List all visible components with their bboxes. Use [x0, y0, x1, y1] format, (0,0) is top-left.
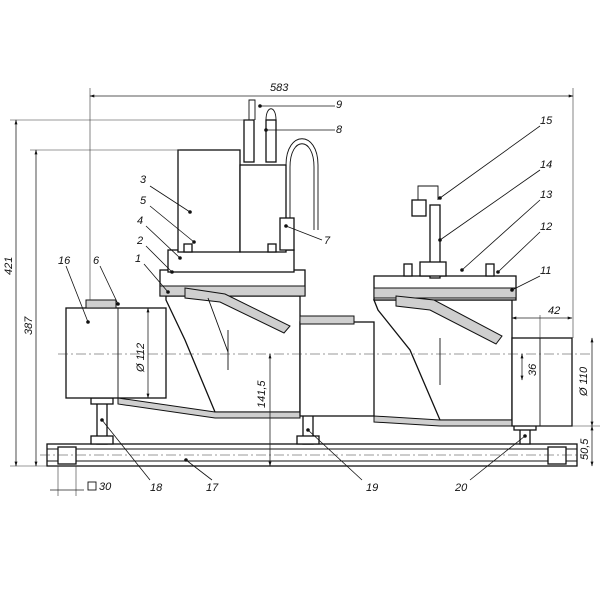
callout-6: 6 [93, 255, 120, 306]
callout-7: 7 [284, 224, 331, 247]
dimension-text: 387 [23, 316, 35, 335]
manual-lever [411, 185, 447, 279]
dimension-text: 42 [548, 305, 560, 317]
callout-label: 15 [540, 115, 553, 127]
base-frame [40, 443, 585, 467]
callout-11: 11 [510, 265, 551, 292]
callout-label: 17 [206, 482, 219, 494]
dimension-text: 50,5 [579, 438, 591, 460]
dimension-outlet-diameter: Ø 110 [578, 337, 594, 427]
callout-13: 13 [460, 189, 553, 272]
dimension-42: 42 [511, 305, 573, 338]
callout-label: 2 [136, 235, 143, 247]
callout-label: 20 [454, 482, 468, 494]
callout-8: 8 [264, 124, 343, 136]
dimension-36: 36 [520, 353, 539, 381]
callout-label: 1 [135, 253, 141, 265]
callout-label: 14 [540, 159, 552, 171]
callout-label: 12 [540, 221, 552, 233]
dimension-overall-width: 5 8 3 [89, 82, 574, 338]
dimension-text: 36 [527, 363, 539, 376]
callout-label: 16 [58, 255, 71, 267]
valve-body-right [373, 275, 517, 427]
dimension-50-5: 50,5 [530, 425, 600, 467]
outlet-pipe [511, 337, 573, 427]
cable [279, 138, 319, 251]
dimension-inlet-diameter: Ø 112 [135, 307, 150, 399]
callout-18: 18 [100, 418, 163, 494]
callout-label: 18 [150, 482, 163, 494]
callout-4: 4 [137, 215, 182, 260]
callout-label: 6 [93, 255, 100, 267]
callout-15: 15 [438, 115, 553, 200]
callout-20: 20 [454, 434, 527, 494]
dimension-text: 141,5 [256, 380, 268, 408]
support-leg-right [513, 423, 537, 445]
dimension-profile-30: 30 [50, 466, 112, 496]
dimension-141-5: 141,5 [256, 353, 272, 467]
callout-9: 9 [258, 99, 342, 111]
dimension-text: Ø 110 [578, 366, 590, 397]
callout-label: 5 [140, 195, 147, 207]
dimension-text: Ø 112 [135, 343, 147, 373]
callout-17: 17 [184, 458, 219, 494]
dimension-height-421: 4 2 1 [3, 119, 252, 467]
callout-label: 13 [540, 189, 553, 201]
callout-label: 8 [336, 124, 343, 136]
callout-5: 5 [140, 195, 196, 244]
cable-connectors [243, 99, 277, 163]
callout-label: 4 [137, 215, 143, 227]
inlet-pipe [65, 299, 167, 399]
dimension-text: 421 [3, 257, 15, 275]
callout-19: 19 [306, 428, 378, 494]
connecting-pipe [299, 315, 375, 417]
callout-12: 12 [496, 221, 552, 274]
dimension-text: 583 [270, 82, 289, 94]
bolts [183, 243, 495, 277]
flap-right [395, 295, 503, 345]
callout-3: 3 [140, 174, 192, 214]
callout-14: 14 [438, 159, 552, 242]
dimension-text: 30 [99, 481, 112, 493]
callout-label: 19 [366, 482, 378, 494]
callout-1: 1 [135, 253, 170, 294]
callout-label: 9 [336, 99, 342, 111]
callout-label: 11 [540, 265, 551, 277]
flap-left [184, 287, 291, 353]
actuator-motor [177, 149, 287, 253]
callout-16: 16 [58, 255, 90, 324]
callout-2: 2 [136, 235, 174, 274]
callout-label: 3 [140, 174, 147, 186]
dimension-height-387: 387 [23, 149, 180, 467]
callout-label: 7 [324, 235, 331, 247]
